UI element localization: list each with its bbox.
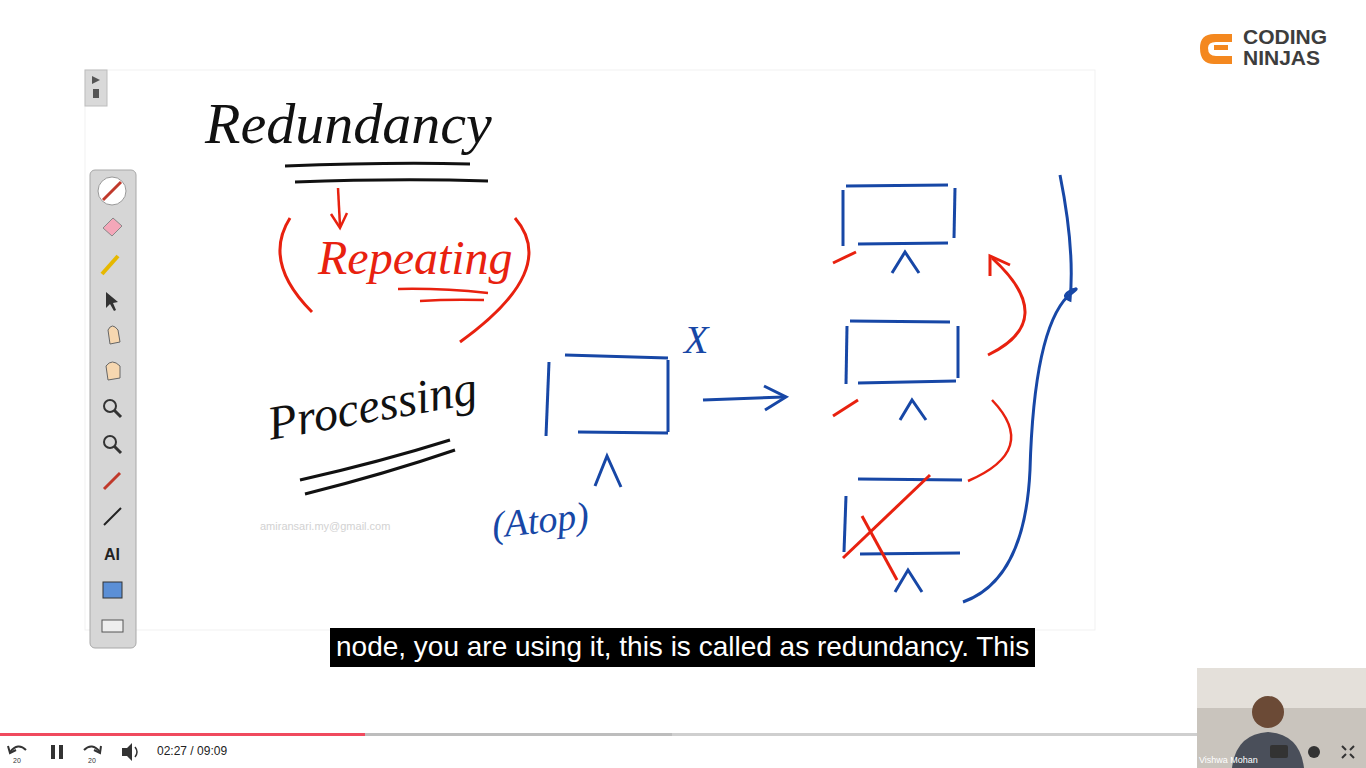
toolbar-icon: AI bbox=[104, 546, 120, 564]
time-display: 02:27 / 09:09 bbox=[157, 745, 227, 758]
skip-seconds: 20 bbox=[88, 757, 96, 765]
logo-text: CODING bbox=[1243, 25, 1327, 48]
watermark: amiransari.my@gmail.com bbox=[260, 520, 390, 532]
handwritten-note: Repeating bbox=[318, 232, 513, 285]
skip-seconds: 20 bbox=[13, 757, 21, 765]
heading-handwritten: Redundancy bbox=[205, 92, 492, 156]
handwritten-mark: X bbox=[684, 318, 708, 362]
logo-text: NINJAS bbox=[1243, 46, 1320, 69]
presenter-name: Vishwa Mohan bbox=[1199, 756, 1258, 766]
subtitle: node, you are using it, this is called a… bbox=[330, 628, 1035, 667]
